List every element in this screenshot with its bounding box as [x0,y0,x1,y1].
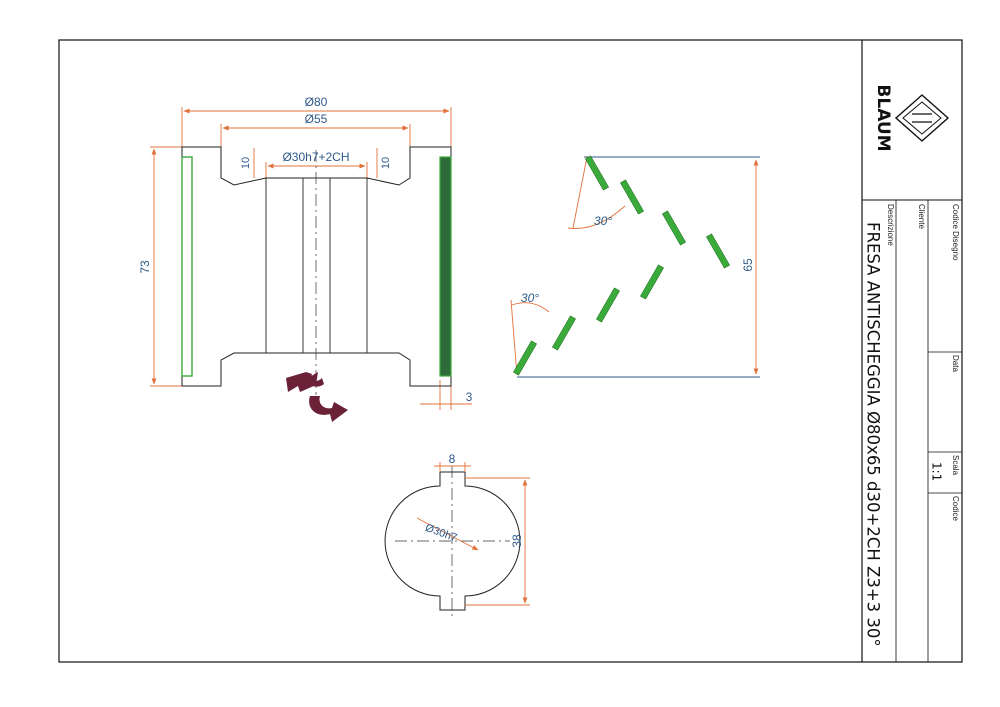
angle-top: 30° [594,214,612,228]
knife-1 [584,155,610,191]
drawing-code-label: Codice Disegno [951,204,960,261]
title-block: BLAUM Codice Disegno Cliente Descrizione… [861,40,962,662]
knife-6 [595,287,621,323]
dim-right-step: 10 [380,157,392,169]
blaum-logo-icon [894,94,950,142]
dim-height: 73 [138,260,152,274]
dim-cut-length: 65 [741,258,755,272]
brand-name: BLAUM [873,84,893,151]
dim-keyway-width: 8 [449,452,456,466]
knife-3 [661,210,687,246]
description-text: FRESA ANTISCHEGGIA Ø80x65 d30+2CH Z3+3 3… [864,222,883,647]
knife-5 [639,264,665,300]
knife-7 [551,315,577,351]
code-label: Codice [951,496,960,521]
knife-2 [619,179,645,215]
angle-bottom: 30° [521,291,539,305]
knife-layout-view: 30° 30° 65 [510,155,760,378]
client-label: Cliente [917,204,926,229]
section-view: 8 Ø30h7 38 [384,452,530,616]
left-cutting-edge [181,156,193,377]
rotation-arrow-icon [286,372,348,422]
knife-4 [705,233,731,269]
dim-edge-width: 3 [466,390,473,404]
dim-hub-diameter: Ø55 [305,112,328,126]
date-label: Data [951,355,960,372]
knife-8 [512,340,538,376]
dim-outer-diameter: Ø80 [305,95,328,109]
dim-bore: Ø30h7+2CH [282,150,349,164]
description-label: Descrizione [886,204,895,246]
scale-value: 1:1 [930,462,944,481]
drawing-frame [58,39,963,663]
dim-key-height: 38 [510,534,524,548]
right-cutting-edge [439,156,452,377]
dim-left-step: 10 [240,157,252,169]
front-view: Ø80 Ø55 Ø30h7+2CH 10 10 73 3 [138,95,473,410]
scale-label: Scala [951,455,960,476]
